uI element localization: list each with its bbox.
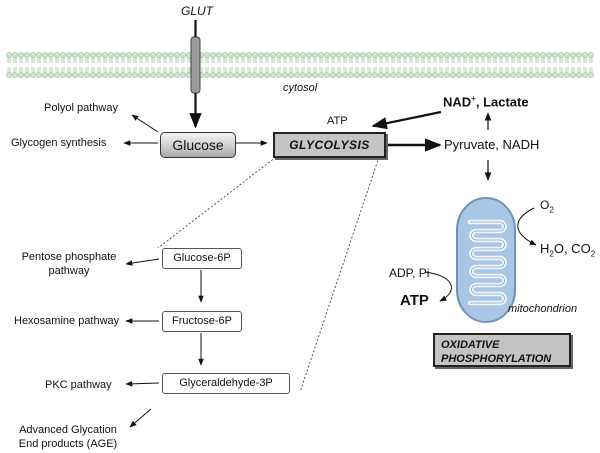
mitochondrion-label: mitochondrion bbox=[508, 303, 578, 315]
pentose-line-2: pathway bbox=[48, 265, 90, 277]
glyceraldehyde-3p-box: Glyceraldehyde-3P bbox=[162, 373, 290, 394]
cytosol-label: cytosol bbox=[283, 82, 318, 94]
co2-subscript: 2 bbox=[590, 249, 596, 259]
g6p-to-pentose-arrow bbox=[125, 258, 160, 266]
atp-big-label: ATP bbox=[400, 292, 429, 309]
adp-to-atp-arrow bbox=[424, 271, 452, 302]
h2o-h-text: H bbox=[540, 241, 550, 256]
glucose-box: Glucose bbox=[160, 132, 236, 158]
nad-text: NAD bbox=[443, 94, 472, 110]
age-line-2: End products (AGE) bbox=[18, 438, 118, 450]
expansion-line-right bbox=[299, 156, 380, 393]
age-line-1: Advanced Glycation bbox=[19, 424, 117, 436]
polyol-pathway-label: Polyol pathway bbox=[44, 102, 118, 114]
o2-text: O bbox=[540, 198, 550, 212]
h2o-co2-label: H2O, CO2 bbox=[540, 242, 595, 262]
glucose-to-polyol-arrow bbox=[131, 114, 159, 133]
mitochondrion-shape bbox=[456, 197, 516, 323]
glycolysis-box: GLYCOLYSIS bbox=[273, 132, 386, 158]
oxidative-phosphorylation-box: OXIDATIVE PHOSPHORYLATION bbox=[433, 333, 571, 367]
lactate-to-atp-arrow bbox=[371, 110, 442, 130]
glut-label: GLUT bbox=[181, 4, 214, 18]
nad-lactate-label: NAD+, Lactate bbox=[443, 92, 529, 109]
hexosamine-pathway-label: Hexosamine pathway bbox=[14, 315, 120, 327]
glycogen-synthesis-label: Glycogen synthesis bbox=[11, 137, 107, 149]
h2o-subscript: 2 bbox=[549, 249, 554, 259]
pkc-pathway-label: PKC pathway bbox=[45, 379, 112, 391]
h2o-co-text: O, CO bbox=[553, 241, 591, 256]
oxphos-line-2: PHOSPHORYLATION bbox=[441, 353, 552, 365]
o2-to-h2o-arrow bbox=[517, 207, 537, 246]
adp-pi-label: ADP, Pi bbox=[389, 266, 430, 280]
pyruvate-nadh-label: Pyruvate, NADH bbox=[444, 137, 540, 152]
o2-label: O2 bbox=[540, 198, 554, 217]
pentose-line-1: Pentose phosphate bbox=[21, 251, 117, 263]
pentose-phosphate-label: Pentose phosphate pathway bbox=[12, 250, 126, 278]
glut-transporter bbox=[190, 36, 201, 94]
nad-superscript: + bbox=[471, 94, 476, 103]
age-label: Advanced Glycation End products (AGE) bbox=[8, 423, 128, 451]
lactate-text: , Lactate bbox=[475, 94, 529, 110]
g3p-to-age-arrow bbox=[129, 408, 152, 428]
atp-small-label: ATP bbox=[327, 115, 348, 127]
o2-subscript: 2 bbox=[549, 205, 554, 215]
g3p-to-pkc-arrow bbox=[125, 381, 160, 387]
expansion-line-left bbox=[157, 156, 277, 249]
oxphos-line-1: OXIDATIVE bbox=[441, 339, 500, 351]
glucose-6p-box: Glucose-6P bbox=[162, 248, 242, 269]
cell-membrane bbox=[6, 52, 594, 78]
fructose-6p-box: Fructose-6P bbox=[162, 311, 242, 332]
